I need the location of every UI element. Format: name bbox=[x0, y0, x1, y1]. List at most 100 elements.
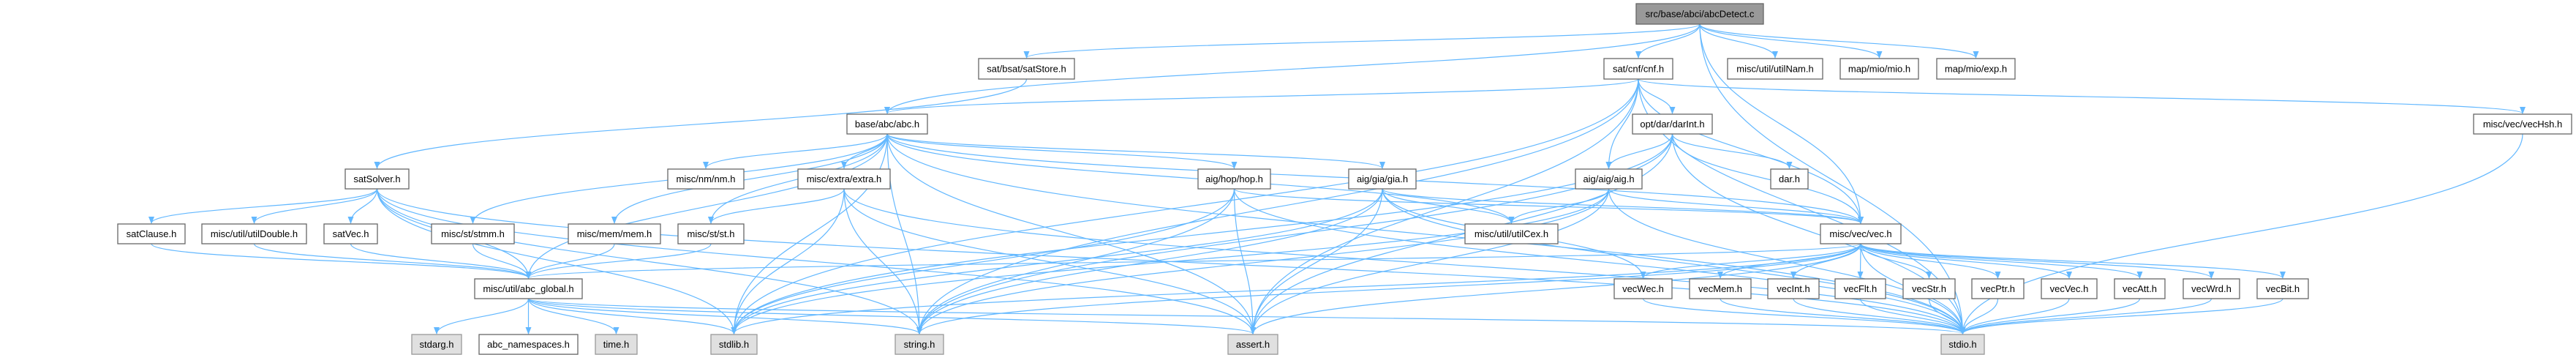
node-label: map/mio/exp.h bbox=[1945, 64, 2007, 75]
node-vecWrd[interactable]: vecWrd.h bbox=[2183, 278, 2240, 299]
node-extra[interactable]: misc/extra/extra.h bbox=[797, 168, 891, 190]
node-satVec[interactable]: satVec.h bbox=[323, 223, 378, 244]
node-box bbox=[1767, 278, 1820, 299]
node-label: satVec.h bbox=[333, 228, 369, 239]
node-label: satClause.h bbox=[127, 228, 177, 239]
node-box bbox=[2473, 113, 2572, 135]
edge-cnf-to-abc bbox=[884, 78, 1639, 114]
node-root[interactable]: src/base/abci/abcDetect.c bbox=[1635, 3, 1764, 25]
node-satClause[interactable]: satClause.h bbox=[117, 223, 186, 244]
node-label: dar.h bbox=[1779, 173, 1800, 184]
node-label: vecPtr.h bbox=[1981, 283, 2015, 294]
node-label: stdarg.h bbox=[420, 339, 454, 350]
node-exp[interactable]: map/mio/exp.h bbox=[1936, 58, 2016, 80]
node-vecVec[interactable]: vecVec.h bbox=[2041, 278, 2098, 299]
edge-extra-to-assert bbox=[843, 188, 1256, 335]
edge-vecWrd-to-stdio bbox=[1959, 298, 2212, 335]
node-box bbox=[2041, 278, 2098, 299]
node-box bbox=[1940, 334, 1985, 355]
node-box bbox=[1635, 3, 1764, 25]
edge-vecVec-to-stdio bbox=[1959, 298, 2070, 335]
node-string: string.h bbox=[895, 334, 944, 355]
node-label: time.h bbox=[603, 339, 629, 350]
node-vecStr[interactable]: vecStr.h bbox=[1902, 278, 1956, 299]
node-box bbox=[201, 223, 307, 244]
node-vecBit[interactable]: vecBit.h bbox=[2256, 278, 2309, 299]
node-vec[interactable]: misc/vec/vec.h bbox=[1820, 223, 1902, 244]
node-label: aig/hop/hop.h bbox=[1205, 173, 1263, 184]
edge-satSolver-to-utilDouble bbox=[251, 188, 378, 224]
node-utilDouble[interactable]: misc/util/utilDouble.h bbox=[201, 223, 307, 244]
edge-abc_global-to-stdarg bbox=[434, 298, 530, 335]
node-label: satSolver.h bbox=[353, 173, 400, 184]
edge-root-to-mio bbox=[1699, 23, 1883, 59]
node-cnf[interactable]: sat/cnf/cnf.h bbox=[1603, 58, 1673, 80]
edge-vec-to-stdlib bbox=[731, 243, 1861, 335]
node-darInt[interactable]: opt/dar/darInt.h bbox=[1632, 113, 1713, 135]
node-box bbox=[411, 334, 462, 355]
node-mio[interactable]: map/mio/mio.h bbox=[1839, 58, 1919, 80]
node-mem[interactable]: misc/mem/mem.h bbox=[568, 223, 661, 244]
edge-satStore-to-satSolver bbox=[374, 78, 1028, 169]
node-aig[interactable]: aig/aig/aig.h bbox=[1575, 168, 1643, 190]
node-box bbox=[323, 223, 378, 244]
edge-satSolver-to-satClause bbox=[148, 188, 378, 224]
node-label: vecStr.h bbox=[1912, 283, 1946, 294]
node-vecPtr[interactable]: vecPtr.h bbox=[1971, 278, 2025, 299]
node-label: string.h bbox=[904, 339, 935, 350]
node-label: stdlib.h bbox=[719, 339, 749, 350]
edge-root-to-cnf bbox=[1635, 23, 1701, 59]
node-label: misc/extra/extra.h bbox=[807, 173, 882, 184]
edge-vecStr-to-stdio bbox=[1928, 298, 1966, 335]
edge-satClause-to-abc_global bbox=[151, 243, 532, 279]
node-satStore[interactable]: sat/bsat/satStore.h bbox=[978, 58, 1075, 80]
edge-abc_global-to-stdio bbox=[527, 298, 1965, 335]
node-vecHsh[interactable]: misc/vec/vecHsh.h bbox=[2473, 113, 2572, 135]
node-satSolver[interactable]: satSolver.h bbox=[344, 168, 410, 190]
node-vecInt[interactable]: vecInt.h bbox=[1767, 278, 1820, 299]
node-box bbox=[1936, 58, 2016, 80]
node-stmm[interactable]: misc/st/stmm.h bbox=[431, 223, 515, 244]
node-box bbox=[431, 223, 515, 244]
edge-root-to-stdio bbox=[1699, 23, 1966, 335]
node-box bbox=[1689, 278, 1752, 299]
node-label: vecFlt.h bbox=[1844, 283, 1878, 294]
edge-abc-to-nm bbox=[703, 133, 888, 169]
node-nm[interactable]: misc/nm/nm.h bbox=[667, 168, 745, 190]
edge-root-to-utilNam bbox=[1699, 23, 1778, 59]
node-st[interactable]: misc/st/st.h bbox=[677, 223, 745, 244]
node-box bbox=[1603, 58, 1673, 80]
node-assert: assert.h bbox=[1227, 334, 1278, 355]
node-label: vecInt.h bbox=[1777, 283, 1810, 294]
node-box bbox=[1464, 223, 1559, 244]
node-label: abc_namespaces.h bbox=[487, 339, 570, 350]
node-utilCex[interactable]: misc/util/utilCex.h bbox=[1464, 223, 1559, 244]
node-hop[interactable]: aig/hop/hop.h bbox=[1197, 168, 1271, 190]
node-box bbox=[1227, 334, 1278, 355]
edge-aig-to-assert bbox=[1250, 188, 1610, 335]
node-vecAtt[interactable]: vecAtt.h bbox=[2114, 278, 2166, 299]
edge-darInt-to-vec bbox=[1671, 133, 1864, 224]
edge-satVec-to-abc_global bbox=[350, 243, 532, 279]
node-box bbox=[478, 334, 579, 355]
node-box bbox=[2114, 278, 2166, 299]
node-box bbox=[677, 223, 745, 244]
node-box bbox=[344, 168, 410, 190]
node-label: misc/vec/vec.h bbox=[1829, 228, 1891, 239]
node-box bbox=[1902, 278, 1956, 299]
node-vecFlt[interactable]: vecFlt.h bbox=[1834, 278, 1886, 299]
node-stdarg: stdarg.h bbox=[411, 334, 462, 355]
node-label: sat/cnf/cnf.h bbox=[1613, 64, 1664, 75]
node-abc_namespaces[interactable]: abc_namespaces.h bbox=[478, 334, 579, 355]
node-gia[interactable]: aig/gia/gia.h bbox=[1348, 168, 1417, 190]
edge-abc-to-string bbox=[886, 133, 922, 335]
node-dar[interactable]: dar.h bbox=[1770, 168, 1809, 190]
edge-cnf-to-stdlib bbox=[731, 78, 1639, 335]
node-abc[interactable]: base/abc/abc.h bbox=[846, 113, 928, 135]
node-box bbox=[710, 334, 758, 355]
node-utilNam[interactable]: misc/util/utilNam.h bbox=[1727, 58, 1823, 80]
node-vecMem[interactable]: vecMem.h bbox=[1689, 278, 1752, 299]
node-abc_global[interactable]: misc/util/abc_global.h bbox=[474, 278, 583, 299]
edge-vecAtt-to-stdio bbox=[1959, 298, 2141, 335]
node-vecWec[interactable]: vecWec.h bbox=[1613, 278, 1673, 299]
